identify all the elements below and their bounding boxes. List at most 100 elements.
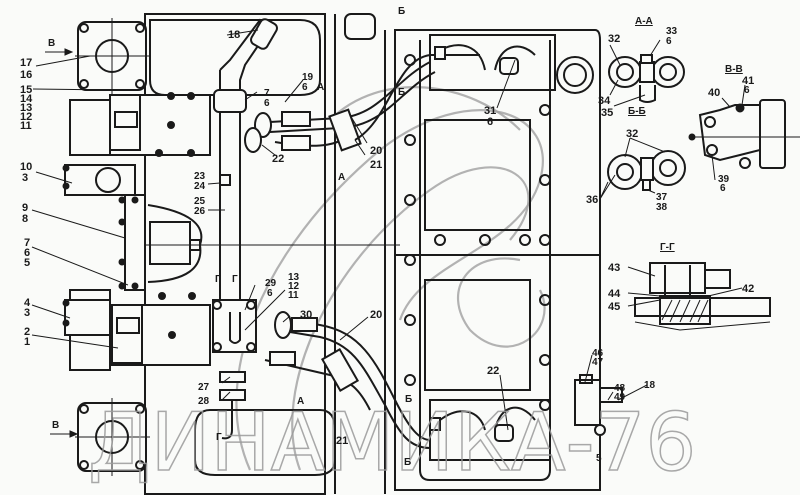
relief-valve <box>62 164 136 196</box>
callout-c5a: 5 <box>24 257 30 269</box>
view-marker-a-bottom: А <box>297 396 304 407</box>
watermark-text: ДИНАМИКА-76 <box>88 396 696 489</box>
view-marker-g-bottom: Г <box>216 432 222 443</box>
callout-c5b: 5 <box>596 453 602 464</box>
callout-c32a: 32 <box>608 33 620 45</box>
callout-c7: 7 <box>24 237 30 249</box>
callout-c36: 36 <box>586 194 598 206</box>
callout-c48: 48 <box>614 383 626 394</box>
callout-c41: 41 <box>742 75 754 87</box>
callout-c2: 2 <box>24 326 30 338</box>
callout-c9: 9 <box>22 202 28 214</box>
callout-c31: 31 <box>484 105 496 117</box>
callout-c10: 10 <box>20 161 32 173</box>
callout-c39: 39 <box>718 174 730 185</box>
callout-c46: 46 <box>592 348 604 359</box>
callout-c40: 40 <box>708 87 720 99</box>
lower-hoses <box>264 311 431 449</box>
leader-lines <box>31 29 746 450</box>
section-vv-detail <box>688 99 800 169</box>
lower-flange <box>75 398 150 476</box>
callout-c3b: 3 <box>24 307 30 319</box>
callout-c21b: 21 <box>336 435 348 447</box>
callout-c6f: 6 <box>666 36 672 47</box>
motor-body <box>118 194 203 291</box>
callout-c28: 28 <box>198 396 210 407</box>
callout-c34: 34 <box>598 95 611 107</box>
callout-c24: 24 <box>194 181 206 192</box>
section-aa-detail <box>608 54 685 103</box>
callout-c7b: 7 <box>264 88 270 99</box>
callout-c30: 30 <box>300 309 312 321</box>
callout-c12: 12 <box>20 111 32 123</box>
callout-c26: 26 <box>194 206 206 217</box>
view-marker-g-top: Г <box>215 274 221 285</box>
callout-c11: 11 <box>20 120 32 132</box>
callout-c1: 1 <box>24 336 30 348</box>
callout-c20b: 20 <box>370 309 382 321</box>
upper-hoses <box>244 54 480 153</box>
section-title-gg: Г-Г <box>660 242 675 253</box>
callout-c27: 27 <box>198 382 210 393</box>
callout-c18: 18 <box>228 29 240 41</box>
callout-c6h: 6 <box>720 183 726 194</box>
view-marker-b-bottom1: Б <box>405 394 412 405</box>
view-marker-b-mid: Б <box>398 87 405 98</box>
view-marker-v-top: В <box>48 38 55 49</box>
callout-c6e: 6 <box>487 116 493 128</box>
callout-c32b: 32 <box>626 128 638 140</box>
section-gg-detail <box>634 262 771 331</box>
callout-c13b: 13 <box>288 272 300 283</box>
callout-c45: 45 <box>608 301 620 313</box>
callout-c23: 23 <box>194 171 206 182</box>
callout-c44: 44 <box>608 288 621 300</box>
filter-block <box>212 299 257 440</box>
callout-c47: 47 <box>592 357 604 368</box>
view-marker-b-bottom2: Б <box>404 457 411 468</box>
callout-c8: 8 <box>22 213 28 225</box>
upper-valve-block <box>69 92 211 157</box>
view-marker-g-mid: Г <box>232 274 238 285</box>
callout-c4: 4 <box>24 297 31 309</box>
callout-c14: 14 <box>20 93 33 105</box>
view-marker-v-bottom: В <box>52 420 59 431</box>
callout-c33: 33 <box>666 26 678 37</box>
view-markers: В В А А А Б Б Б Б Г Г Г <box>45 6 412 468</box>
callouts: 1817161514131211103987654321761962220212… <box>20 26 754 464</box>
callout-c35: 35 <box>601 107 613 119</box>
callout-c18b: 18 <box>644 380 656 391</box>
view-marker-b-top: Б <box>398 6 405 17</box>
callout-c6d: 6 <box>267 288 273 299</box>
view-marker-a-top: А <box>317 82 324 93</box>
section-title-aa: А-А <box>635 16 653 27</box>
callout-c6g: 6 <box>744 85 750 96</box>
callout-c3a: 3 <box>22 172 28 184</box>
section-bb-detail <box>607 150 686 191</box>
view-marker-a-top2: А <box>338 172 345 183</box>
section-title-vv: В-В <box>725 64 743 75</box>
callout-c29: 29 <box>265 278 277 289</box>
callout-c43: 43 <box>608 262 620 274</box>
lower-valve-block <box>62 289 211 371</box>
callout-c17: 17 <box>20 57 32 69</box>
right-tank <box>394 29 623 491</box>
callout-c22a: 22 <box>272 153 284 165</box>
callout-c25: 25 <box>194 196 206 207</box>
vertical-pipe <box>213 18 278 300</box>
callout-c11b: 11 <box>288 290 299 301</box>
callout-c37: 37 <box>656 192 668 203</box>
callout-c13: 13 <box>20 102 32 114</box>
callout-c16: 16 <box>20 69 32 81</box>
callout-c38: 38 <box>656 202 668 213</box>
callout-c6c: 6 <box>302 82 308 93</box>
callout-c6a: 6 <box>24 247 30 259</box>
callout-c21a: 21 <box>370 159 382 171</box>
section-title-bb: Б-Б <box>628 106 646 117</box>
callout-c6b: 6 <box>264 98 270 109</box>
callout-c19: 19 <box>302 72 314 83</box>
callout-c15: 15 <box>20 84 32 96</box>
callout-c22b: 22 <box>487 365 499 377</box>
callout-c20a: 20 <box>370 145 382 157</box>
upper-flange <box>75 18 150 95</box>
